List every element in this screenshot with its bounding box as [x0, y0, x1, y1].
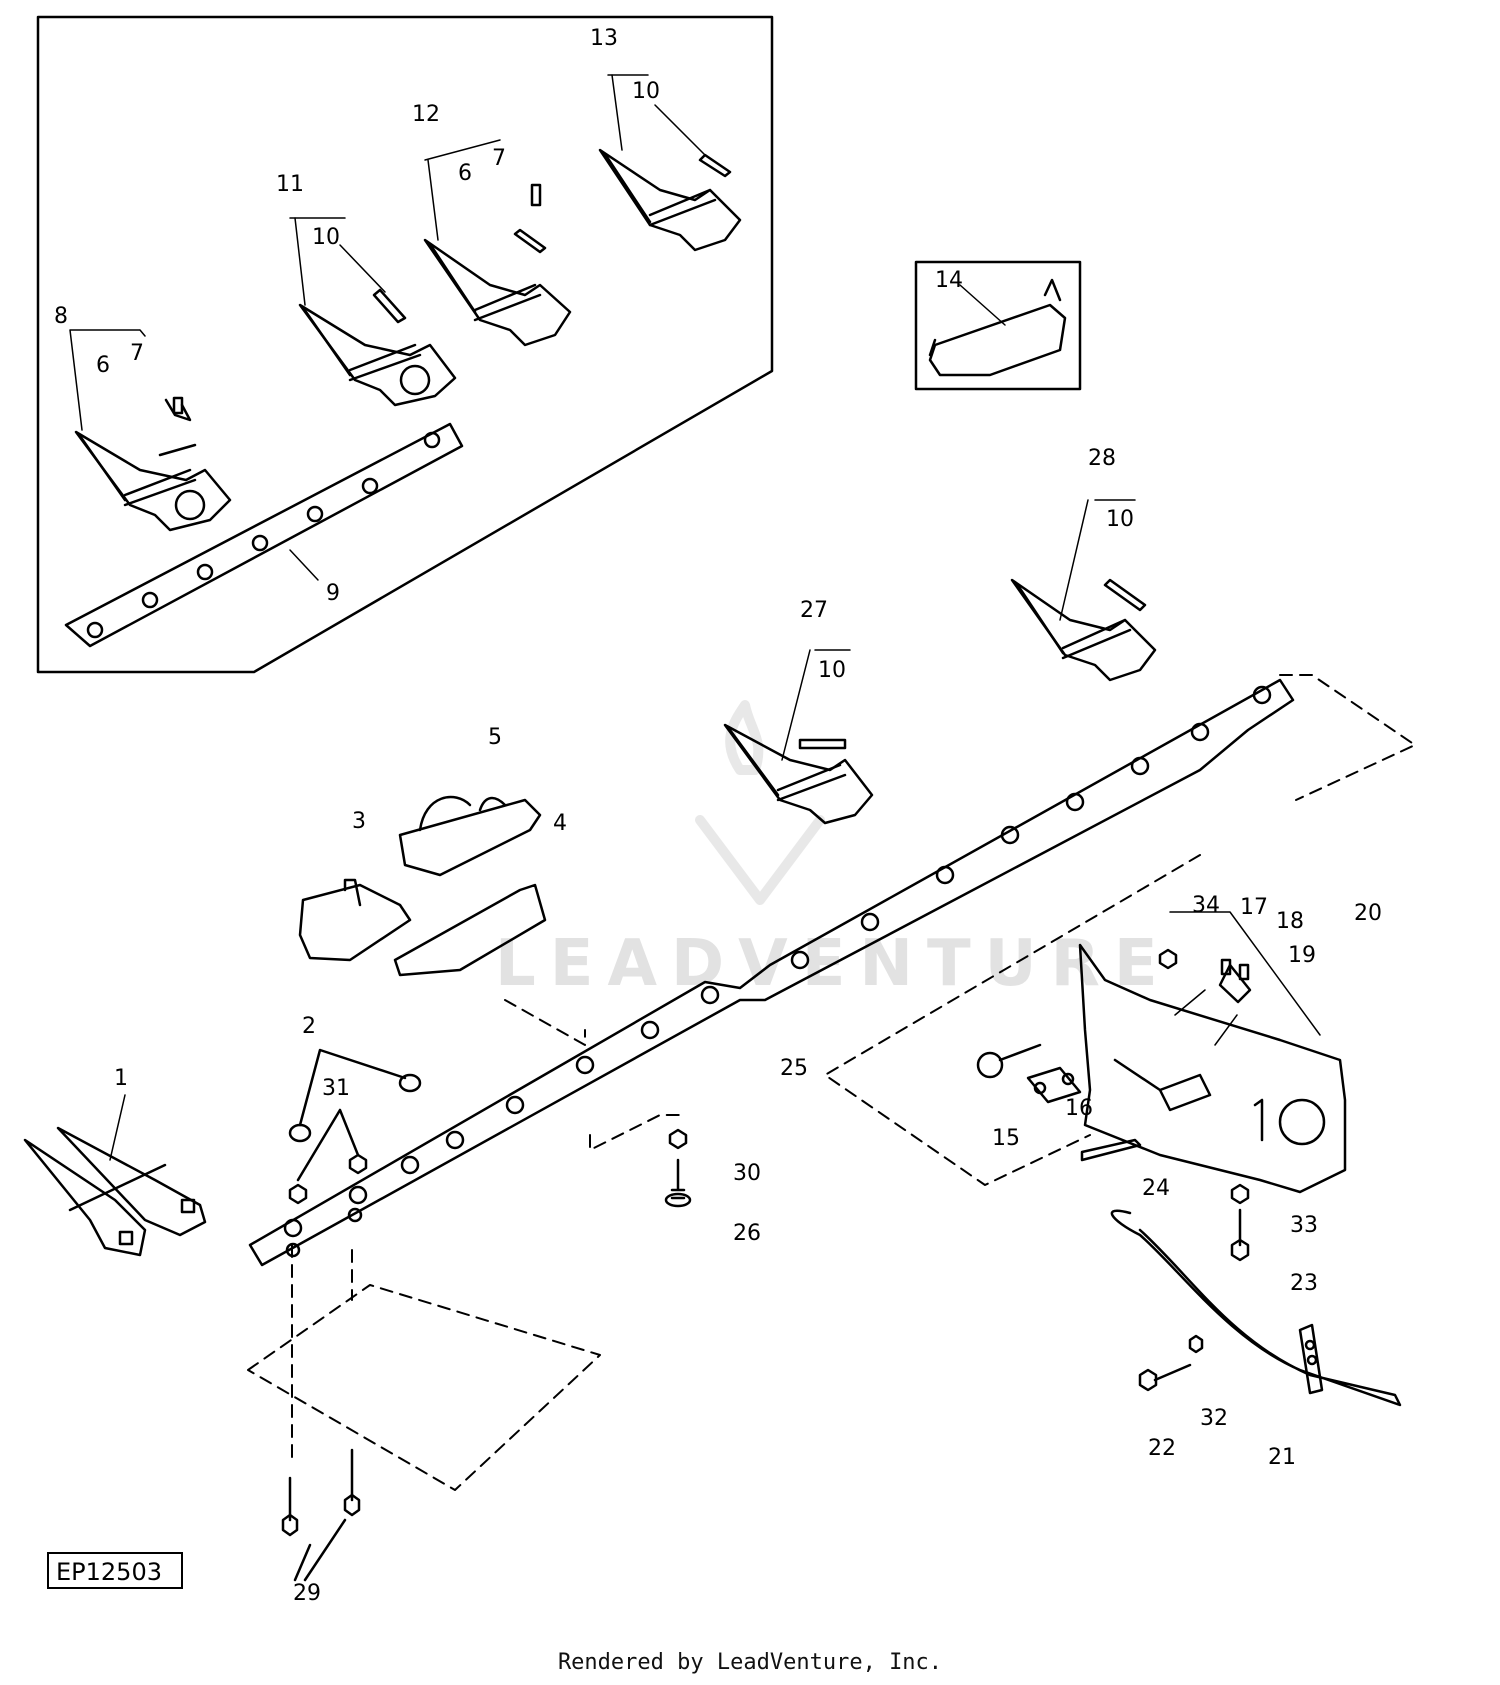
callout-30: 30	[733, 1161, 761, 1186]
callout-33: 33	[1290, 1213, 1318, 1238]
callout-32: 32	[1200, 1406, 1228, 1431]
callout-19: 19	[1288, 943, 1316, 968]
guard-12	[423, 139, 572, 347]
callout-7a: 7	[130, 341, 144, 366]
callout-13: 13	[590, 26, 618, 51]
callout-9: 9	[326, 581, 340, 606]
callout-26: 26	[733, 1221, 761, 1246]
callout-14: 14	[935, 268, 963, 293]
part-14-hold-down	[928, 303, 1067, 377]
guard-28	[1010, 499, 1157, 682]
reference-code-box	[47, 1552, 183, 1589]
callout-28: 28	[1088, 446, 1116, 471]
callout-29: 29	[293, 1581, 321, 1606]
callout-10a: 10	[312, 225, 340, 250]
reference-code: EP12503	[56, 1558, 162, 1586]
inset-frame	[36, 15, 774, 674]
callout-17: 17	[1240, 895, 1268, 920]
cutter-bar	[248, 678, 1295, 1267]
callout-15: 15	[992, 1126, 1020, 1151]
callout-3: 3	[352, 809, 366, 834]
callout-10c: 10	[818, 658, 846, 683]
callout-6b: 6	[458, 161, 472, 186]
callout-21: 21	[1268, 1445, 1296, 1470]
watermark-text: LEADVENTURE	[495, 927, 1172, 1001]
guard-27	[723, 649, 874, 825]
callout-6a: 6	[96, 353, 110, 378]
callout-labels: 1 2 3 4 5 6 6 7 7 8 9 10 10 10 10 11 12 …	[54, 26, 1382, 1606]
footer-credit: Rendered by LeadVenture, Inc.	[557, 1650, 943, 1675]
callout-5: 5	[488, 725, 502, 750]
callout-24: 24	[1142, 1176, 1170, 1201]
watermark-logo	[695, 700, 825, 905]
callout-23: 23	[1290, 1271, 1318, 1296]
part-2-spacer-b	[398, 1073, 422, 1093]
callout-4: 4	[553, 811, 567, 836]
callout-22: 22	[1148, 1436, 1176, 1461]
callout-25: 25	[780, 1056, 808, 1081]
guard-13	[598, 74, 742, 252]
guard-11	[289, 217, 457, 407]
part-4-plate	[393, 883, 547, 977]
knife-section-1	[23, 1094, 207, 1257]
part-5-hold-down	[398, 798, 542, 877]
part-2-spacer	[288, 1123, 312, 1143]
part-21-shoe	[1110, 1209, 1402, 1407]
part-24-key	[1080, 1138, 1142, 1162]
part-9-knife-back	[64, 422, 464, 648]
callout-2: 2	[302, 1014, 316, 1039]
callout-8: 8	[54, 304, 68, 329]
callout-7b: 7	[492, 146, 506, 171]
callout-12: 12	[412, 102, 440, 127]
callout-18: 18	[1276, 909, 1304, 934]
part-15-bolt	[976, 1051, 1004, 1079]
callout-10d: 10	[1106, 507, 1134, 532]
callout-10b: 10	[632, 79, 660, 104]
callout-20: 20	[1354, 901, 1382, 926]
callout-1: 1	[114, 1066, 128, 1091]
callout-34: 34	[1192, 893, 1220, 918]
inset-box-14	[914, 260, 1082, 391]
callout-31: 31	[322, 1076, 350, 1101]
part-3-clip	[298, 883, 412, 962]
callout-16: 16	[1065, 1096, 1093, 1121]
callout-27: 27	[800, 598, 828, 623]
callout-11: 11	[276, 172, 304, 197]
guard-8	[74, 396, 232, 532]
part-20-divider	[1078, 943, 1347, 1194]
